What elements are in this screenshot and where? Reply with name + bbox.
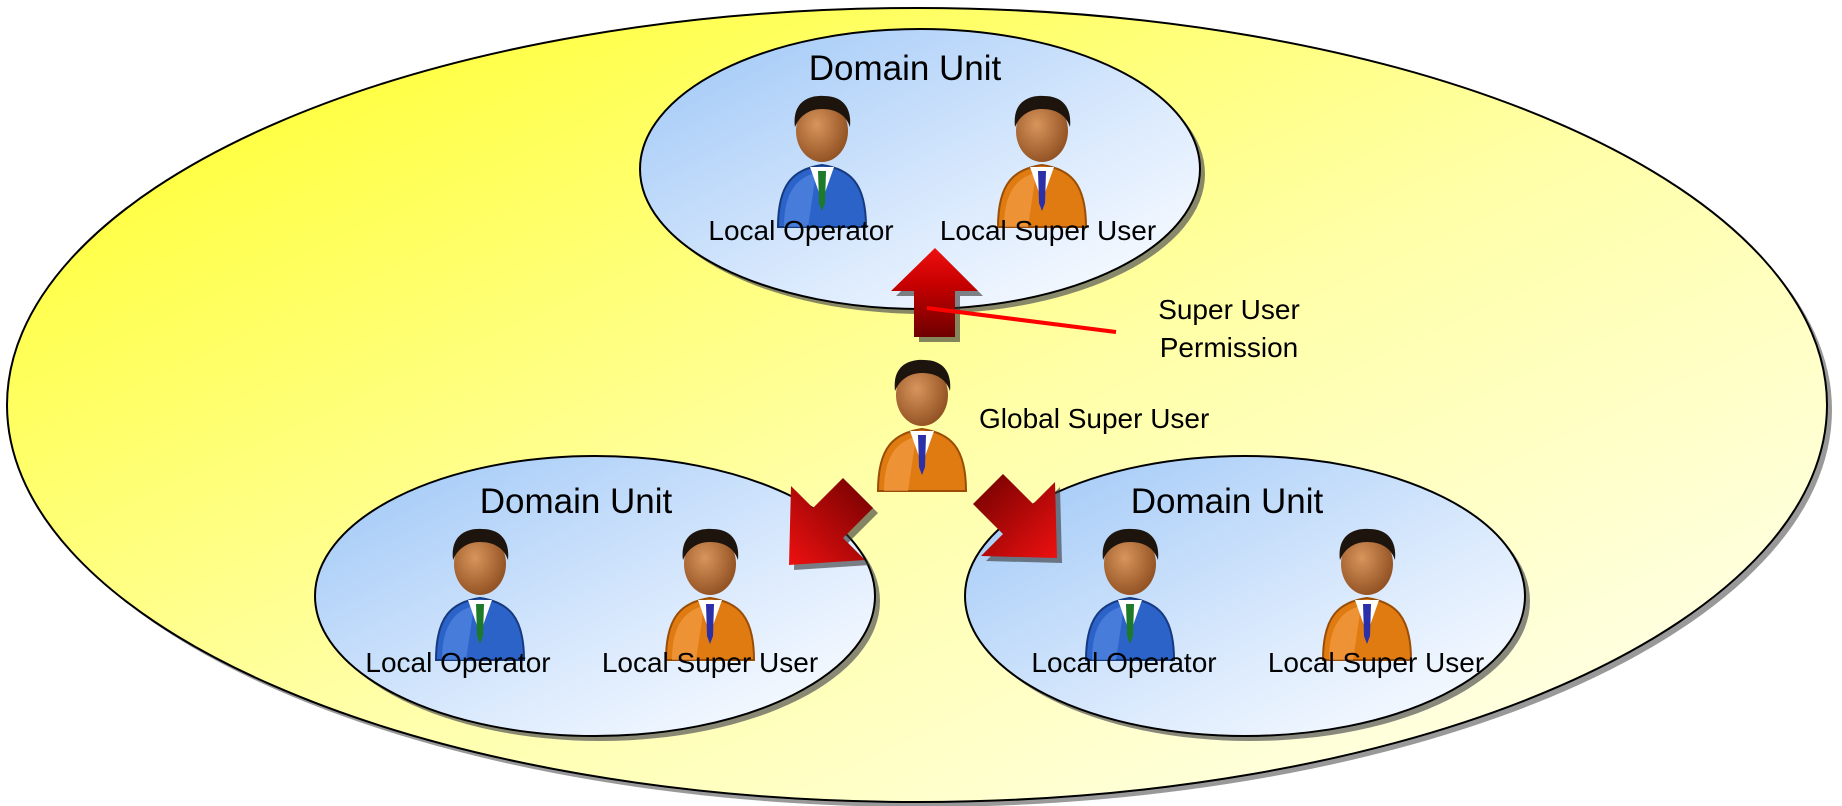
user-label: Local Operator: [1031, 647, 1216, 678]
user-label: Local Operator: [708, 215, 893, 246]
domain-title: Domain Unit: [809, 49, 1002, 88]
down-left-arrow-icon: [789, 478, 878, 570]
domain-unit-top: Domain Unit Local Operator Local Super U…: [639, 28, 1205, 314]
domain-title: Domain Unit: [480, 482, 673, 521]
domain-unit-left: Domain Unit Local Operator Local Super U…: [314, 455, 880, 741]
down-right-arrow-icon: [973, 474, 1062, 563]
global-user-label: Global Super User: [979, 403, 1209, 434]
domain-title: Domain Unit: [1131, 482, 1324, 521]
annotation-line: [926, 306, 1117, 334]
user-label: Local Super User: [1268, 647, 1484, 678]
global-super-user: Global Super User: [877, 358, 1209, 492]
user-label: Local Super User: [940, 215, 1156, 246]
domain-unit-right: Domain Unit Local Operator Local Super U…: [964, 455, 1530, 741]
annotation-line2: Permission: [1160, 332, 1298, 363]
up-arrow-icon: [891, 248, 983, 342]
user-label: Local Super User: [602, 647, 818, 678]
annotation-line1: Super User: [1158, 294, 1300, 325]
user-label: Local Operator: [365, 647, 550, 678]
